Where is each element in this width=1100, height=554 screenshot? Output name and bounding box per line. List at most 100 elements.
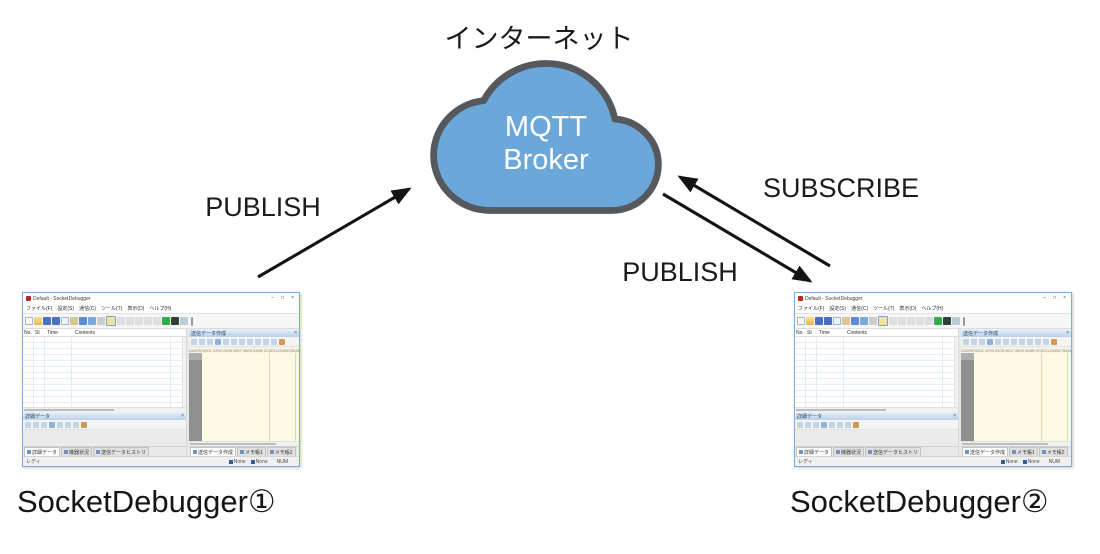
menu-tools[interactable]: ツール(T) xyxy=(873,306,895,312)
save-all-icon[interactable] xyxy=(52,317,60,325)
menu-help[interactable]: ヘルプ(H) xyxy=(149,306,172,312)
log-table[interactable]: No. St Time Contents xyxy=(795,329,958,407)
send-tool-icon[interactable] xyxy=(255,338,261,345)
column-st[interactable]: St xyxy=(807,329,812,336)
detail-tool-icon[interactable] xyxy=(33,421,39,428)
maximize-button[interactable]: □ xyxy=(281,295,285,301)
vertical-scrollbar[interactable] xyxy=(954,337,958,407)
list-view-4-icon[interactable] xyxy=(916,317,924,325)
tab-device-status[interactable]: 機器状況 xyxy=(833,447,865,456)
send-tool-icon[interactable] xyxy=(199,338,205,345)
menu-file[interactable]: ファイル(F) xyxy=(798,306,825,312)
send-pane-close-icon[interactable]: × xyxy=(294,330,297,336)
detail-tool-icon[interactable] xyxy=(41,421,47,428)
detail-tool-icon[interactable] xyxy=(49,421,55,428)
new-file-icon[interactable] xyxy=(797,317,805,325)
detail-tool-icon[interactable] xyxy=(813,421,819,428)
send-tool-icon[interactable] xyxy=(1003,338,1009,345)
send-tool-icon[interactable] xyxy=(207,338,213,345)
tab-send-history[interactable]: 送信データヒストリ xyxy=(865,447,922,456)
tab-device-status[interactable]: 機器状況 xyxy=(61,447,93,456)
log-table[interactable]: No. St Time Contents xyxy=(23,329,186,407)
list-view-3-icon[interactable] xyxy=(907,317,915,325)
send-tool-icon[interactable] xyxy=(263,338,269,345)
connect-icon[interactable] xyxy=(934,317,942,325)
column-contents[interactable]: Contents xyxy=(75,329,96,336)
list-view-3-icon[interactable] xyxy=(135,317,143,325)
minimize-button[interactable]: – xyxy=(1043,295,1047,301)
detail-pane-close-icon[interactable]: × xyxy=(181,413,184,419)
send-pane-close-icon[interactable]: × xyxy=(1066,330,1069,336)
send-tool-icon[interactable] xyxy=(1019,338,1025,345)
column-no[interactable]: No. xyxy=(796,329,804,336)
tab-memo-1[interactable]: メモ帳1 xyxy=(237,447,266,456)
detail-tool-icon[interactable] xyxy=(65,421,71,428)
capture-icon[interactable] xyxy=(171,317,179,325)
tab-send-history[interactable]: 送信データヒストリ xyxy=(93,447,150,456)
menu-communication[interactable]: 通信(C) xyxy=(79,306,97,312)
new-file-icon[interactable] xyxy=(25,317,33,325)
menu-communication[interactable]: 通信(C) xyxy=(851,306,869,312)
menu-help[interactable]: ヘルプ(H) xyxy=(921,306,944,312)
tab-memo-2[interactable]: メモ帳2 xyxy=(266,447,296,456)
send-tool-icon[interactable] xyxy=(1043,338,1049,345)
send-tool-icon[interactable] xyxy=(963,338,969,345)
send-tool-icon[interactable] xyxy=(987,338,993,345)
send-tool-icon[interactable] xyxy=(215,338,221,345)
hex-edit-area[interactable] xyxy=(202,353,299,441)
menu-view[interactable]: 表示(D) xyxy=(899,306,917,312)
menu-view[interactable]: 表示(D) xyxy=(127,306,145,312)
close-button[interactable]: × xyxy=(1063,295,1066,301)
refresh-icon[interactable] xyxy=(851,317,859,325)
horizontal-scrollbar[interactable] xyxy=(189,441,299,446)
copy-icon[interactable] xyxy=(833,317,841,325)
detail-tool-icon[interactable] xyxy=(73,421,79,428)
send-tool-icon[interactable] xyxy=(1011,338,1017,345)
menu-file[interactable]: ファイル(F) xyxy=(26,306,53,312)
capture-icon[interactable] xyxy=(943,317,951,325)
tab-send-data[interactable]: 送信データ作成 xyxy=(190,447,237,456)
hex-edit-area[interactable] xyxy=(974,353,1071,441)
horizontal-scrollbar[interactable] xyxy=(795,407,958,412)
vertical-scrollbar[interactable] xyxy=(182,337,186,407)
horizontal-scrollbar[interactable] xyxy=(961,441,1071,446)
send-tool-icon[interactable] xyxy=(1035,338,1041,345)
save-all-icon[interactable] xyxy=(824,317,832,325)
detail-pane-close-icon[interactable]: × xyxy=(953,413,956,419)
window-titlebar[interactable]: Default - SocketDebugger – □ × xyxy=(23,293,299,304)
send-tool-icon[interactable] xyxy=(1027,338,1033,345)
column-st[interactable]: St xyxy=(35,329,40,336)
paste-icon[interactable] xyxy=(70,317,78,325)
menu-tools[interactable]: ツール(T) xyxy=(101,306,123,312)
send-tool-icon[interactable] xyxy=(995,338,1001,345)
detail-tool-icon[interactable] xyxy=(837,421,843,428)
delete-icon[interactable] xyxy=(869,317,877,325)
column-time[interactable]: Time xyxy=(819,329,830,336)
tab-detail-data[interactable]: 詳細データ xyxy=(796,447,833,456)
download-icon[interactable] xyxy=(860,317,868,325)
open-folder-icon[interactable] xyxy=(806,317,814,325)
paste-icon[interactable] xyxy=(842,317,850,325)
log-view-icon[interactable] xyxy=(106,316,116,326)
detail-tool-icon[interactable] xyxy=(845,421,851,428)
list-view-1-icon[interactable] xyxy=(889,317,897,325)
menu-settings[interactable]: 設定(S) xyxy=(57,306,75,312)
send-tool-icon[interactable] xyxy=(239,338,245,345)
list-view-4-icon[interactable] xyxy=(144,317,152,325)
open-folder-icon[interactable] xyxy=(34,317,42,325)
horizontal-scrollbar[interactable] xyxy=(23,407,186,412)
refresh-icon[interactable] xyxy=(79,317,87,325)
connect-icon[interactable] xyxy=(162,317,170,325)
send-tool-icon[interactable] xyxy=(279,338,285,345)
copy-icon[interactable] xyxy=(61,317,69,325)
detail-tool-icon[interactable] xyxy=(853,421,859,428)
tab-memo-2[interactable]: メモ帳2 xyxy=(1038,447,1068,456)
list-view-5-icon[interactable] xyxy=(153,317,161,325)
download-icon[interactable] xyxy=(88,317,96,325)
tab-memo-1[interactable]: メモ帳1 xyxy=(1009,447,1038,456)
send-tool-icon[interactable] xyxy=(231,338,237,345)
comment-icon[interactable] xyxy=(952,317,960,325)
hex-editor[interactable] xyxy=(189,353,299,441)
send-tool-icon[interactable] xyxy=(971,338,977,345)
close-button[interactable]: × xyxy=(291,295,294,301)
